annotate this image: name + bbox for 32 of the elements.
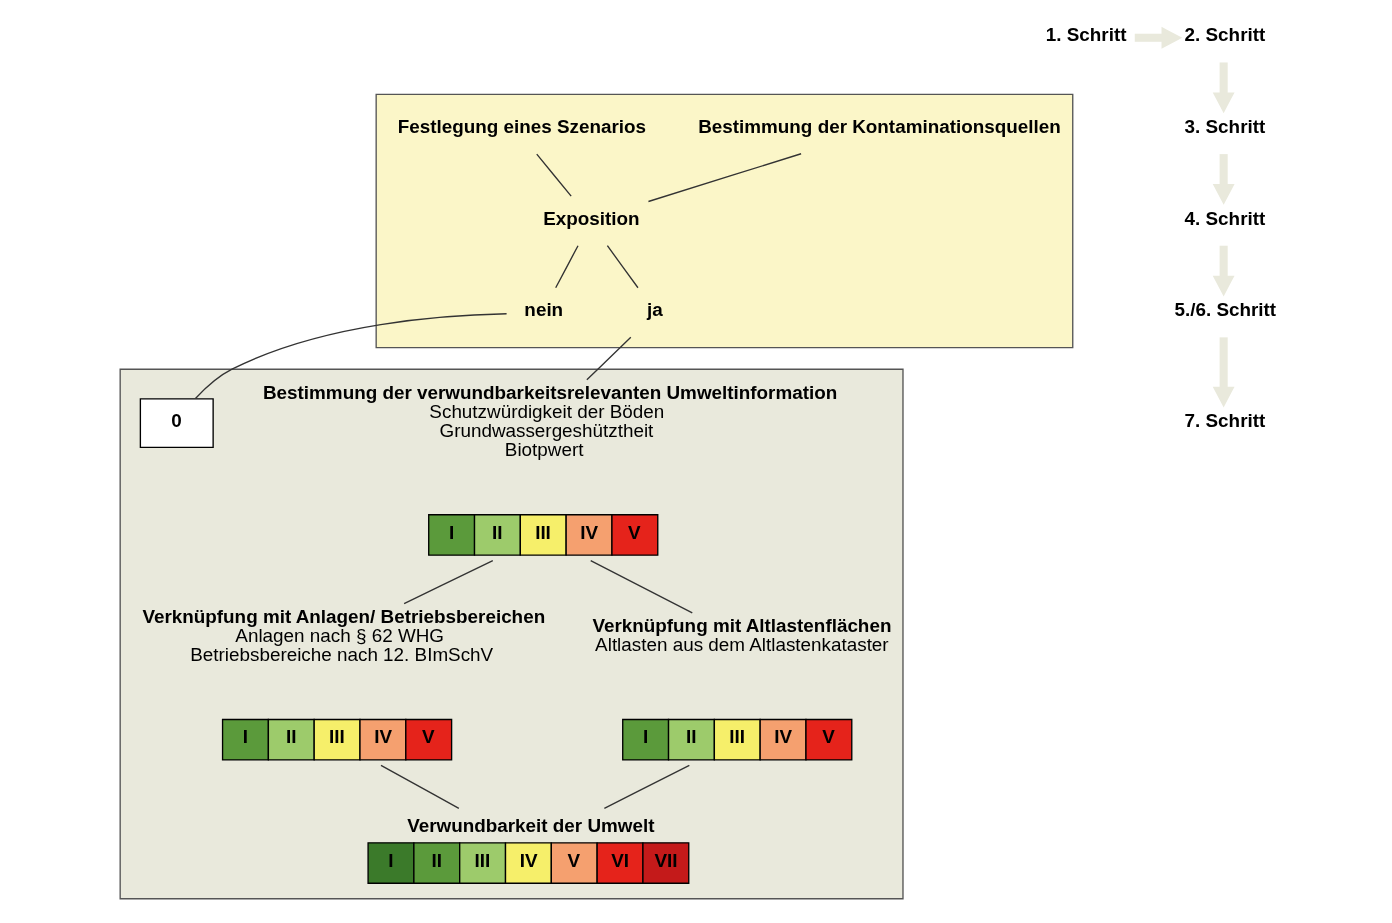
node-text: nein	[523, 299, 563, 321]
node-label: Verwundbarkeit der Umwelt	[406, 815, 654, 837]
node-text: 1. Schritt	[1045, 24, 1127, 46]
connector	[606, 245, 639, 289]
node-text: 2. Schritt	[1184, 24, 1265, 46]
cluster	[119, 368, 904, 900]
node-text: 5./6. Schritt	[1173, 299, 1276, 321]
node-text: ja	[646, 299, 663, 321]
node-box: 0	[139, 398, 214, 449]
node-text: Bestimmung der Kontaminationsquellen	[697, 116, 1061, 138]
arrow	[1212, 154, 1235, 205]
node-text: 3. Schritt	[1184, 116, 1265, 138]
node-text: Verknüpfung mit Anlagen/ Betriebsbereichen Anlagen nach § 62 WHG Betriebsbereiche nach 12. BImSchV	[141, 605, 545, 665]
connector	[379, 764, 460, 810]
cluster	[375, 93, 1073, 349]
connector	[402, 560, 493, 605]
arrow	[1212, 245, 1235, 297]
connector	[647, 153, 802, 203]
connector	[194, 313, 507, 400]
node-text: Verknüpfung mit Altlastenflächen Altlasten aus dem Altlastenkataster	[591, 615, 891, 656]
node-text: 4. Schritt	[1184, 207, 1265, 229]
node-text: 7. Schritt	[1184, 409, 1265, 431]
arrow	[1212, 62, 1235, 114]
node-text: Exposition	[542, 207, 640, 229]
arrow	[1212, 337, 1235, 408]
connector	[554, 245, 579, 289]
connector	[603, 764, 690, 810]
connector	[535, 153, 572, 197]
node-text: Festlegung eines Szenarios	[397, 116, 646, 138]
node-text: Bestimmung der verwundbarkeitsrelevanten Umweltinformation Schutzwürdigkeit der Böden Grundwassergeshütztheit Biotpwert	[262, 382, 837, 460]
connector	[589, 560, 693, 614]
arrow	[1134, 26, 1182, 49]
